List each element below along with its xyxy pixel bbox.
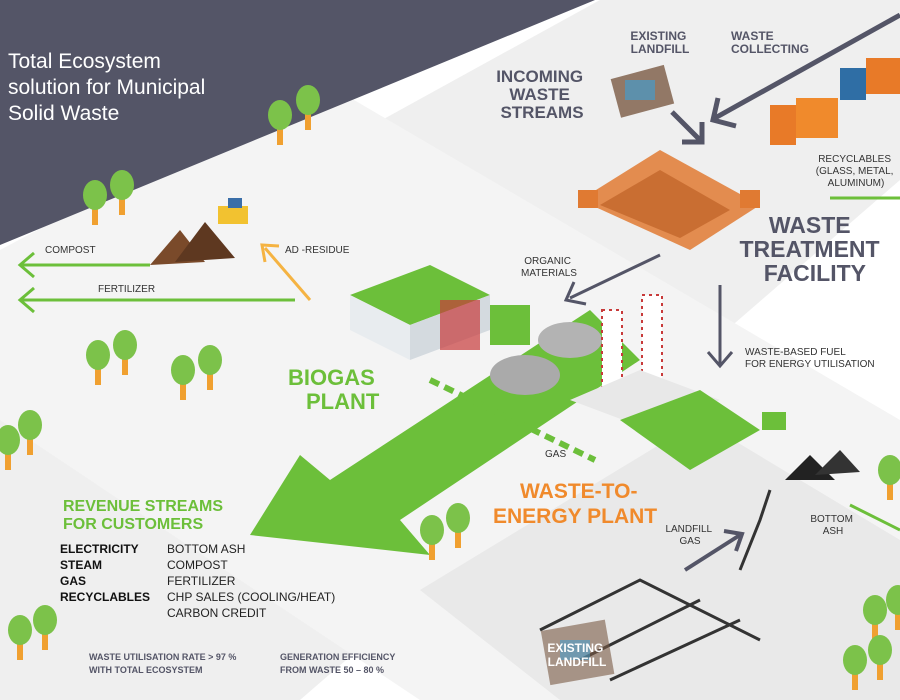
tree-icon <box>110 170 134 215</box>
tree-icon <box>86 340 110 385</box>
recyclables-label: RECYCLABLES (GLASS, METAL, ALUMINUM) <box>816 154 896 189</box>
tree-icon <box>18 410 42 455</box>
wte-plant-label: WASTE-TO- ENERGY PLANT <box>493 480 657 528</box>
incoming-arrows <box>670 12 900 145</box>
organic-materials-arrow <box>563 253 661 306</box>
tree-icon <box>268 100 292 145</box>
revenue-secondary-list: BOTTOM ASH COMPOST FERTILIZER CHP SALES … <box>167 542 339 620</box>
fertilizer-arrow <box>17 286 295 314</box>
gas-flow-arrow <box>428 377 597 463</box>
treatment-machinery-icon <box>578 150 760 250</box>
tree-icon <box>33 605 57 650</box>
tree-icons <box>0 85 900 690</box>
collection-trucks-icon <box>770 58 900 145</box>
tree-icon <box>171 355 195 400</box>
gas-pipes-icon <box>539 489 772 682</box>
page-title: Total Ecosystem solution for Municipal S… <box>8 50 211 125</box>
biogas-plant-label: BIOGAS PLANT <box>288 365 381 414</box>
waste-collecting-label: WASTE COLLECTING <box>731 29 809 56</box>
tree-icon <box>296 85 320 130</box>
tree-icon <box>446 503 470 548</box>
efficiency-stat: GENERATION EFFICIENCY FROM WASTE 50 – 80… <box>280 652 398 675</box>
tree-icon <box>868 635 892 680</box>
existing-landfill-bottom-label: EXISTING LANDFILL <box>547 641 606 669</box>
landfill-gas-arrow <box>683 529 745 572</box>
existing-landfill-bottom-icon <box>540 619 615 686</box>
organic-materials-label: ORGANIC MATERIALS <box>521 256 577 279</box>
tree-icon <box>0 425 20 470</box>
compost-piles-icon <box>150 198 248 265</box>
tree-icon <box>8 615 32 660</box>
landfill-gas-label: LANDFILL GAS <box>665 524 714 547</box>
fuel-arrow <box>706 285 734 369</box>
revenue-heading: REVENUE STREAMS FOR CUSTOMERS <box>63 498 227 533</box>
tree-icon <box>420 515 444 560</box>
utilisation-stat: WASTE UTILISATION RATE > 97 % WITH TOTAL… <box>89 652 239 675</box>
tree-icon <box>878 455 900 500</box>
tree-icon <box>198 345 222 390</box>
wte-plant-icon <box>570 294 860 480</box>
fertilizer-label: FERTILIZER <box>98 284 155 295</box>
tree-icon <box>83 180 107 225</box>
landfill-waste-icon <box>610 64 675 118</box>
bottom-ash-arrow <box>849 503 900 532</box>
gas-label: GAS <box>545 449 566 460</box>
compost-arrow <box>17 251 150 279</box>
tree-icon <box>863 595 887 640</box>
incoming-waste-heading: INCOMING WASTE STREAMS <box>496 67 588 122</box>
biogas-plant-icon <box>350 265 602 395</box>
existing-landfill-label: EXISTING LANDFILL <box>630 29 689 56</box>
ad-residue-arrow <box>260 243 312 301</box>
revenue-primary-list: ELECTRICITY STEAM GAS RECYCLABLES <box>60 542 150 604</box>
tree-icon <box>843 645 867 690</box>
waste-treatment-label: WASTE TREATMENT FACILITY <box>739 212 886 286</box>
bottom-ash-label: BOTTOM ASH <box>810 514 855 537</box>
title-banner <box>0 0 595 245</box>
tree-icon <box>113 330 137 375</box>
waste-based-fuel-label: WASTE-BASED FUEL FOR ENERGY UTILISATION <box>745 347 875 370</box>
ad-residue-label: AD -RESIDUE <box>285 245 350 256</box>
tree-icon <box>886 585 900 630</box>
compost-label: COMPOST <box>45 245 96 256</box>
